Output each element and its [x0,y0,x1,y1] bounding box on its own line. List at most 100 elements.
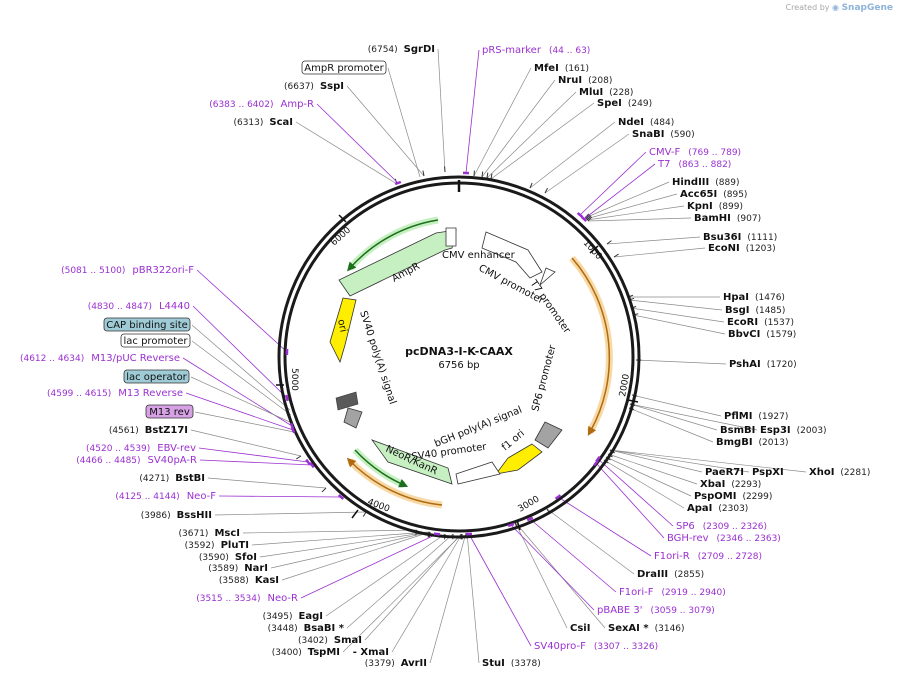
enzyme-label-esp3i[interactable]: Esp3I(2003) [760,425,827,436]
primer-prs-marker[interactable]: pRS-marker(44 .. 63) [482,45,590,56]
enzyme-label-kasi[interactable]: (3588)KasI [219,575,279,586]
enzyme-site-kpni[interactable]: KpnI(899) [687,201,743,212]
primer-label-m13-reverse[interactable]: (4599 .. 4615)M13 Reverse [47,388,183,399]
enzyme-site-nrui[interactable]: NruI(208) [558,75,612,86]
enzyme-label-bstz17i[interactable]: (4561)BstZ17I [109,425,188,436]
enzyme-site-kasi[interactable]: (3588)KasI [219,575,279,586]
enzyme-site-snabi[interactable]: SnaBI(590) [632,129,695,140]
enzyme-label-pshai[interactable]: PshAI(1720) [729,359,797,370]
enzyme-label-stui[interactable]: StuI(3378) [482,658,541,669]
enzyme-site-bsu36i[interactable]: Bsu36I(1111) [703,232,777,243]
enzyme-site-pspxi[interactable]: PspXI [752,467,784,478]
enzyme-label-csii[interactable]: CsiI [570,623,590,634]
primer-label-sv40pa-r[interactable]: (4466 .. 4485)SV40pA-R [76,455,197,466]
primer-label-neo-f[interactable]: (4125 .. 4144)Neo-F [115,491,216,502]
enzyme-site-bsmbi[interactable]: BsmBI [720,425,755,436]
sv40-polya-feature[interactable] [343,407,363,429]
enzyme-site-acc65i[interactable]: Acc65I(895) [680,189,747,200]
primer-label-f1ori-r[interactable]: F1ori-R(2709 .. 2728) [654,551,762,562]
enzyme-label-apai[interactable]: ApaI(2303) [687,503,748,514]
enzyme-site-nari[interactable]: (3589)NarI [208,563,268,574]
primer-m13-reverse[interactable]: (4599 .. 4615)M13 Reverse [47,388,183,399]
enzyme-label-bstbi[interactable]: (4271)BstBI [139,473,205,484]
enzyme-site-bsgi[interactable]: BsgI(1485) [725,305,785,316]
t7-promoter-feature[interactable] [539,267,556,287]
primer-label-l4440[interactable]: (4830 .. 4847)L4440 [88,301,190,312]
enzyme-label-acc65i[interactable]: Acc65I(895) [680,189,747,200]
enzyme-site-msci[interactable]: (3671)MscI [179,528,241,539]
enzyme-label-avrii[interactable]: (3379)AvrII [365,658,427,669]
lac-feature-cluster[interactable] [335,391,359,411]
enzyme-label-msci[interactable]: (3671)MscI [179,528,241,539]
enzyme-label-eagi[interactable]: (3495)EagI [263,611,323,622]
enzyme-site-bamhi[interactable]: BamHI(907) [694,213,761,224]
enzyme-label-bmgbi[interactable]: BmgBI(2013) [716,437,788,448]
enzyme-label-spei[interactable]: SpeI(249) [597,98,652,109]
enzyme-label-paer7i[interactable]: PaeR7I [705,467,744,478]
primer-bgh-rev[interactable]: BGH-rev(2346 .. 2363) [667,533,781,544]
primer-label-neo-r[interactable]: (3515 .. 3534)Neo-R [196,593,298,604]
primer-f1ori-r[interactable]: F1ori-R(2709 .. 2728) [654,551,762,562]
primer-label-sp6[interactable]: SP6(2309 .. 2326) [676,521,767,532]
enzyme-site-draiii[interactable]: DraIII(2855) [637,569,704,580]
enzyme-site-sgrdi[interactable]: (6754)SgrDI [368,44,435,55]
enzyme-site-tspmi[interactable]: (3400)TspMI [272,647,340,658]
primer-label-amp-r[interactable]: (6383 .. 6402)Amp-R [209,99,314,110]
primer-label-t7[interactable]: T7(863 .. 882) [657,159,731,170]
enzyme-label-xbai[interactable]: XbaI(2293) [700,479,761,490]
enzyme-site-bstz17i[interactable]: (4561)BstZ17I [109,425,188,436]
enzyme-site-sfoi[interactable]: (3590)SfoI [199,552,257,563]
enzyme-site-sexai[interactable]: SexAI *(3146) [608,623,685,634]
enzyme-site-esp3i[interactable]: Esp3I(2003) [760,425,827,436]
enzyme-site-econi[interactable]: EcoNI(1203) [708,243,776,254]
enzyme-label-hpai[interactable]: HpaI(1476) [723,292,785,303]
enzyme-label-tspmi[interactable]: (3400)TspMI [272,647,340,658]
enzyme-label-bsabi[interactable]: (3448)BsaBI * [268,623,345,634]
boxed-label-m13-rev[interactable]: M13 rev [145,404,194,419]
enzyme-label-xmai[interactable]: - XmaI [353,647,389,658]
bgh-polya-feature[interactable] [534,421,563,449]
primer-f1ori-f[interactable]: F1ori-F(2919 .. 2940) [619,587,726,598]
primer-t7[interactable]: T7(863 .. 882) [657,159,731,170]
enzyme-label-pflmi[interactable]: PflMI(1927) [724,411,788,422]
ampr-feature[interactable] [338,229,457,297]
enzyme-site-bsabi[interactable]: (3448)BsaBI * [268,623,345,634]
ampr-promoter-feature[interactable] [445,227,457,247]
enzyme-site-apai[interactable]: ApaI(2303) [687,503,748,514]
enzyme-site-scai[interactable]: (6313)ScaI [233,117,293,128]
enzyme-site-xbai[interactable]: XbaI(2293) [700,479,761,490]
enzyme-label-pspxi[interactable]: PspXI [752,467,784,478]
primer-neo-f[interactable]: (4125 .. 4144)Neo-F [115,491,216,502]
enzyme-site-ndei[interactable]: NdeI(484) [618,117,674,128]
boxed-label-ampr-promoter[interactable]: AmpR promoter [301,60,387,75]
primer-m13-puc-reverse[interactable]: (4612 .. 4634)M13/pUC Reverse [20,353,180,364]
enzyme-site-xmai[interactable]: - XmaI [353,647,389,658]
enzyme-label-kpni[interactable]: KpnI(899) [687,201,743,212]
primer-label-sv40pro-f[interactable]: SV40pro-F(3307 .. 3326) [534,641,658,652]
enzyme-site-pluti[interactable]: (3592)PluTI [185,540,249,551]
enzyme-label-mfei[interactable]: MfeI(161) [534,63,589,74]
enzyme-label-mlui[interactable]: MluI(228) [579,87,633,98]
enzyme-site-pspomi[interactable]: PspOMI(2299) [694,491,772,502]
primer-ebv-rev[interactable]: (4520 .. 4539)EBV-rev [86,443,196,454]
enzyme-label-sexai[interactable]: SexAI *(3146) [608,623,685,634]
enzyme-site-paer7i[interactable]: PaeR7I [705,467,744,478]
primer-label-prs-marker[interactable]: pRS-marker(44 .. 63) [482,45,590,56]
enzyme-site-avrii[interactable]: (3379)AvrII [365,658,427,669]
enzyme-site-bstbi[interactable]: (4271)BstBI [139,473,205,484]
primer-pbabe-3[interactable]: pBABE 3'(3059 .. 3079) [597,605,715,616]
enzyme-label-nari[interactable]: (3589)NarI [208,563,268,574]
enzyme-site-spei[interactable]: SpeI(249) [597,98,652,109]
boxed-label-cap-binding-site[interactable]: CAP binding site [103,317,191,332]
primer-amp-r[interactable]: (6383 .. 6402)Amp-R [209,99,314,110]
enzyme-label-nrui[interactable]: NruI(208) [558,75,612,86]
boxed-label-lac-operator[interactable]: lac operator [123,369,190,384]
enzyme-site-hpai[interactable]: HpaI(1476) [723,292,785,303]
enzyme-label-ecori[interactable]: EcoRI(1537) [727,317,794,328]
primer-label-cmv-f[interactable]: CMV-F(769 .. 789) [649,147,741,158]
enzyme-site-bmgbi[interactable]: BmgBI(2013) [716,437,788,448]
enzyme-site-mfei[interactable]: MfeI(161) [534,63,589,74]
enzyme-site-smai[interactable]: (3402)SmaI [298,635,362,646]
ori-feature[interactable] [329,297,357,364]
enzyme-label-bsu36i[interactable]: Bsu36I(1111) [703,232,777,243]
